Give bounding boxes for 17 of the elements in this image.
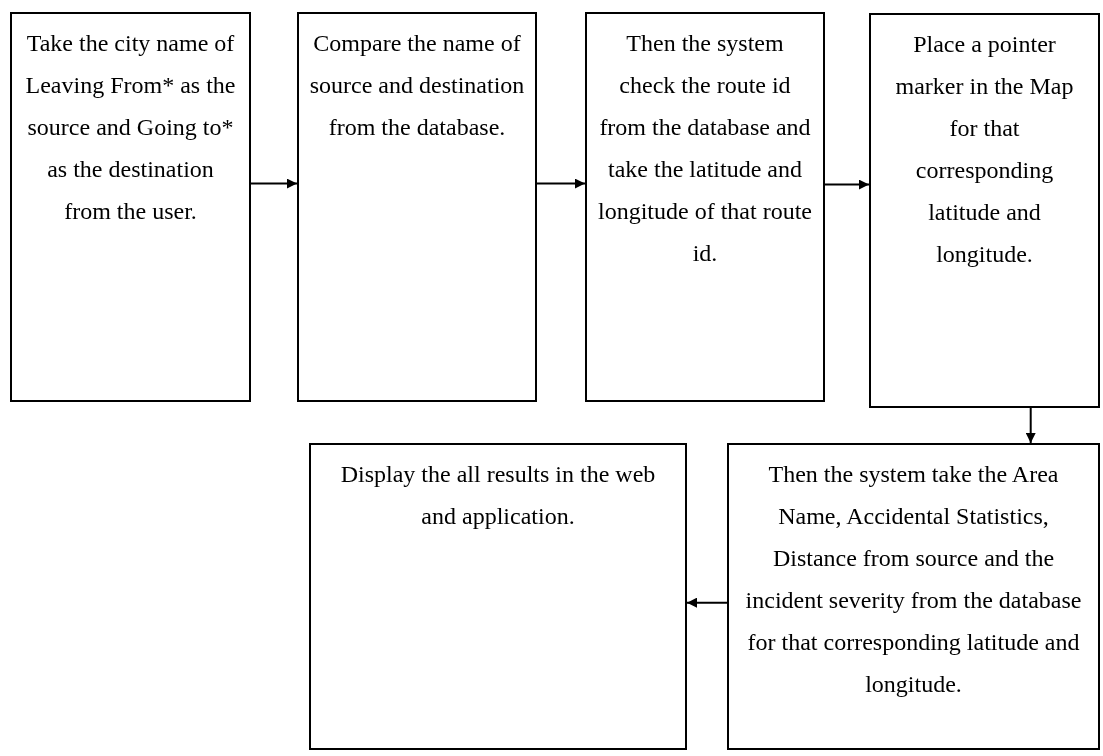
step-text: Compare the name of source and destination from the database. [309,29,525,142]
step-text: Take the city name of Leaving From* as the source and Going to* as the destination from the user. [24,29,237,226]
process-box [297,12,537,402]
arrow [1025,407,1036,444]
step-text: Then the system check the route id from the database and take the latitude and longitude of that route id. [597,29,813,268]
process-box [309,443,687,750]
step-text: Place a pointer marker in the Map for that corresponding latitude and longitude. [894,30,1075,269]
arrow [536,178,586,189]
arrow [250,178,298,189]
process-box [10,12,251,402]
step-text: Then the system take the Area Name, Accidental Statistics, Distance from source and the incident severity from the database for that corresponding latitude and longitude. [744,460,1083,699]
arrow [824,179,870,190]
process-box [869,13,1100,408]
arrow [686,597,728,608]
process-box [727,443,1100,750]
step-text: Display the all results in the web and application. [339,460,657,531]
process-box [585,12,825,402]
